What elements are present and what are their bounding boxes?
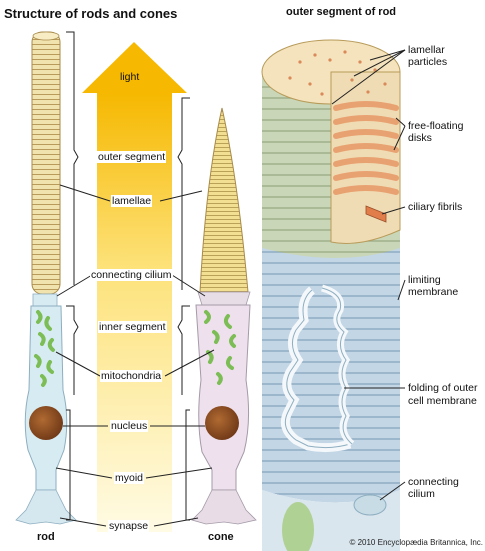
label-connecting-cilium: connecting cilium [90,269,173,281]
rod-caption: rod [37,531,55,543]
label-free-floating-disks: free-floating disks [408,120,485,144]
right-diagram-title: outer segment of rod [286,6,396,18]
rod-brackets [66,32,78,520]
left-diagram-title: Structure of rods and cones [4,6,177,21]
label-myoid: myoid [114,472,144,484]
cone-caption: cone [208,531,234,543]
cone-cell [192,108,256,524]
copyright-text: © 2010 Encyclopædia Britannica, Inc. [349,538,483,547]
label-folding-line2: cell membrane [408,395,477,407]
label-lamellar-particles: lamellar particles [408,44,485,68]
label-nucleus: nucleus [110,420,148,432]
light-label: light [119,71,140,83]
label-outer-segment: outer segment [97,151,166,163]
label-mitochondria: mitochondria [100,370,162,382]
cone-brackets [178,98,190,520]
label-inner-segment: inner segment [98,321,167,333]
label-synapse: synapse [108,520,149,532]
label-folding-line1: folding of outer [408,382,477,394]
label-right-connecting-cilium: connecting cilium [408,476,485,500]
rod-cell [16,32,76,524]
label-ciliary-fibrils: ciliary fibrils [408,201,462,213]
label-lamellae: lamellae [111,195,152,207]
label-limiting-membrane: limiting membrane [408,274,485,298]
rod-outer-segment-detail [262,40,400,551]
light-arrow [82,42,187,532]
